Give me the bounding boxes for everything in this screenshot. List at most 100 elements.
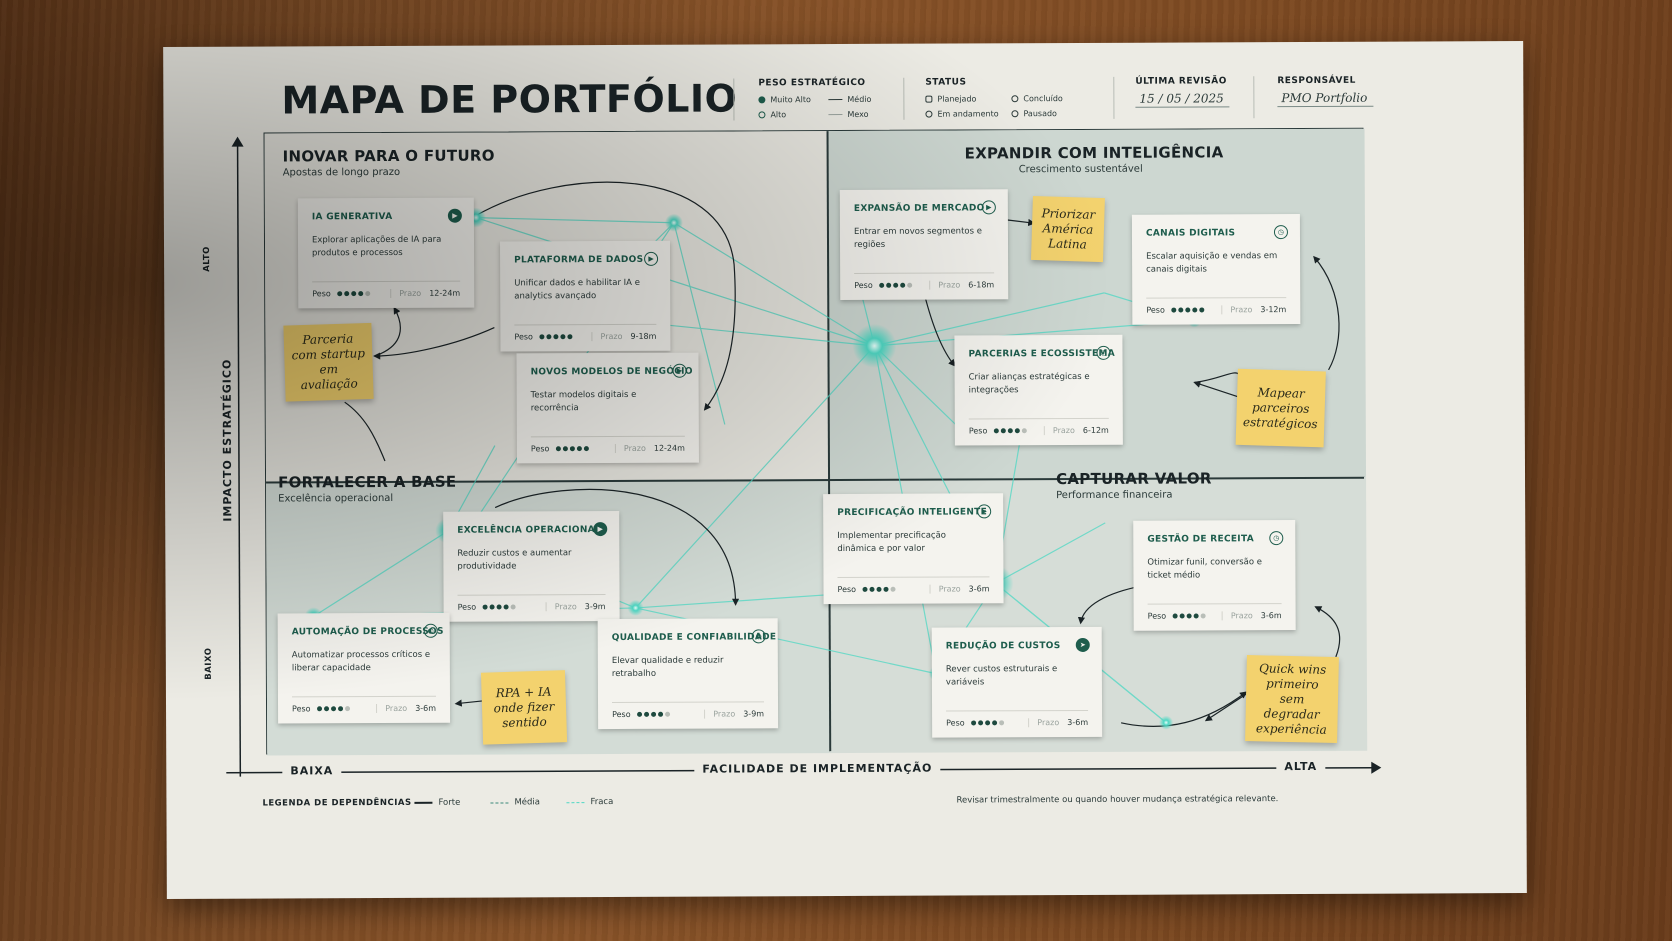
x-axis-low: BAIXA [282, 764, 341, 777]
weight-dot [658, 712, 663, 717]
weight-dot [644, 712, 649, 717]
weight-dot [510, 604, 515, 609]
project-card-qualidade[interactable]: QUALIDADE E CONFIABILIDADE Elevar qualid… [598, 618, 778, 729]
weight-dots [317, 706, 350, 711]
project-card-automacao[interactable]: AUTOMAÇÃO DE PROCESSOS Automatizar proce… [278, 613, 450, 724]
project-card-ia-generativa[interactable]: IA GENERATIVA Explorar aplicações de IA … [298, 198, 474, 309]
play-icon: ▶ [673, 364, 687, 378]
weight-dot [546, 334, 551, 339]
solid-line-icon [414, 802, 432, 804]
weight-dot [978, 720, 983, 725]
weight-dots [879, 283, 912, 288]
weight-dot [365, 291, 370, 296]
weight-dot [562, 446, 567, 451]
weight-dot [1021, 428, 1026, 433]
sticky-note: Priorizar América Latina [1031, 196, 1105, 262]
weight-dot [331, 706, 336, 711]
project-card-precificacao[interactable]: PRECIFICAÇÃO INTELIGENTE Implementar pre… [823, 493, 1003, 604]
weight-dot [971, 720, 976, 725]
weight-dot [993, 428, 998, 433]
dashed-line-icon [566, 802, 584, 803]
weight-dots [337, 291, 370, 296]
project-card-excelencia-operacional[interactable]: EXCELÊNCIA OPERACIONAL Reduzir custos e … [443, 511, 619, 622]
weight-dot [900, 283, 905, 288]
weight-dot [999, 720, 1004, 725]
play-icon: ▶ [448, 209, 462, 223]
weight-dot [560, 334, 565, 339]
weight-dots [971, 720, 1004, 725]
play-icon: ▶ [593, 522, 607, 536]
weight-dot [1007, 428, 1012, 433]
weight-dot [1200, 613, 1205, 618]
weight-dot [555, 446, 560, 451]
weight-dots [993, 428, 1026, 433]
weight-dot [496, 605, 501, 610]
legend-media: Média [490, 797, 540, 807]
weight-dot [489, 605, 494, 610]
arrow-icon: ➤ [1076, 638, 1090, 652]
weight-dots [862, 587, 895, 592]
weight-dot [665, 712, 670, 717]
sticky-note: Parceria com startup em avaliação [283, 323, 373, 402]
weight-dot [1014, 428, 1019, 433]
project-card-novos-modelos[interactable]: NOVOS MODELOS DE NEGÓCIO Testar modelos … [516, 353, 698, 464]
project-card-expansao-mercado[interactable]: EXPANSÃO DE MERCADO Entrar em novos segm… [840, 189, 1008, 300]
weight-dot [317, 706, 322, 711]
project-card-canais-digitais[interactable]: CANAIS DIGITAIS Escalar aquisição e vend… [1132, 214, 1300, 325]
weight-dot [351, 291, 356, 296]
project-card-plataforma-dados[interactable]: PLATAFORMA DE DADOS Unificar dados e hab… [500, 241, 670, 352]
weight-dots [1172, 613, 1205, 618]
play-icon: ▶ [982, 200, 996, 214]
portfolio-sheet: MAPA DE PORTFÓLIO PESO ESTRATÉGICO Muito… [163, 41, 1527, 899]
sticky-note: Quick wins primeiro sem degradar experiê… [1245, 655, 1339, 743]
weight-dot [482, 605, 487, 610]
project-card-gestao-receita[interactable]: GESTÃO DE RECEITA Otimizar funil, conver… [1133, 520, 1295, 631]
weight-dot [893, 283, 898, 288]
weight-dot [1000, 428, 1005, 433]
weight-dot [1179, 614, 1184, 619]
weight-dot [358, 291, 363, 296]
project-card-parcerias[interactable]: PARCERIAS E ECOSSISTEMA Criar alianças e… [954, 335, 1122, 446]
weight-dot [553, 334, 558, 339]
weight-dot [862, 587, 867, 592]
weight-dot [992, 720, 997, 725]
legend-forte: Forte [414, 798, 460, 808]
weight-dot [539, 334, 544, 339]
weight-dot [890, 587, 895, 592]
weight-dot [876, 587, 881, 592]
half-circle-icon: ◐ [424, 624, 438, 638]
weight-dots [555, 446, 588, 451]
weight-dot [1186, 613, 1191, 618]
weight-dot [1185, 307, 1190, 312]
weight-dot [985, 720, 990, 725]
weight-dot [637, 712, 642, 717]
weight-dot [1192, 307, 1197, 312]
weight-dot [651, 712, 656, 717]
x-axis-label: FACILIDADE DE IMPLEMENTAÇÃO [694, 762, 940, 776]
weight-dot [344, 291, 349, 296]
legend-label: LEGENDA DE DEPENDÊNCIAS [262, 798, 411, 809]
weight-dot [583, 446, 588, 451]
weight-dot [886, 283, 891, 288]
weight-dot [324, 706, 329, 711]
legend-fraca: Fraca [566, 797, 613, 807]
weight-dot [1193, 613, 1198, 618]
weight-dot [1171, 308, 1176, 313]
weight-dot [576, 446, 581, 451]
weight-dots [539, 334, 572, 339]
weight-dot [1172, 614, 1177, 619]
weight-dot [345, 706, 350, 711]
weight-dot [907, 283, 912, 288]
play-icon: ▶ [644, 252, 658, 266]
weight-dots [1171, 307, 1204, 312]
footer-note: Revisar trimestralmente ou quando houver… [956, 794, 1278, 805]
clock-icon: ◷ [1096, 346, 1110, 360]
weight-dot [1178, 308, 1183, 313]
weight-dot [1199, 307, 1204, 312]
project-card-reducao-custos[interactable]: REDUÇÃO DE CUSTOS Rever custos estrutura… [932, 627, 1102, 738]
x-axis-high: ALTA [1276, 760, 1325, 773]
weight-dot [883, 587, 888, 592]
weight-dot [567, 334, 572, 339]
sticky-note: Mapear parceiros estratégicos [1236, 369, 1326, 448]
play-icon: ▶ [977, 504, 991, 518]
